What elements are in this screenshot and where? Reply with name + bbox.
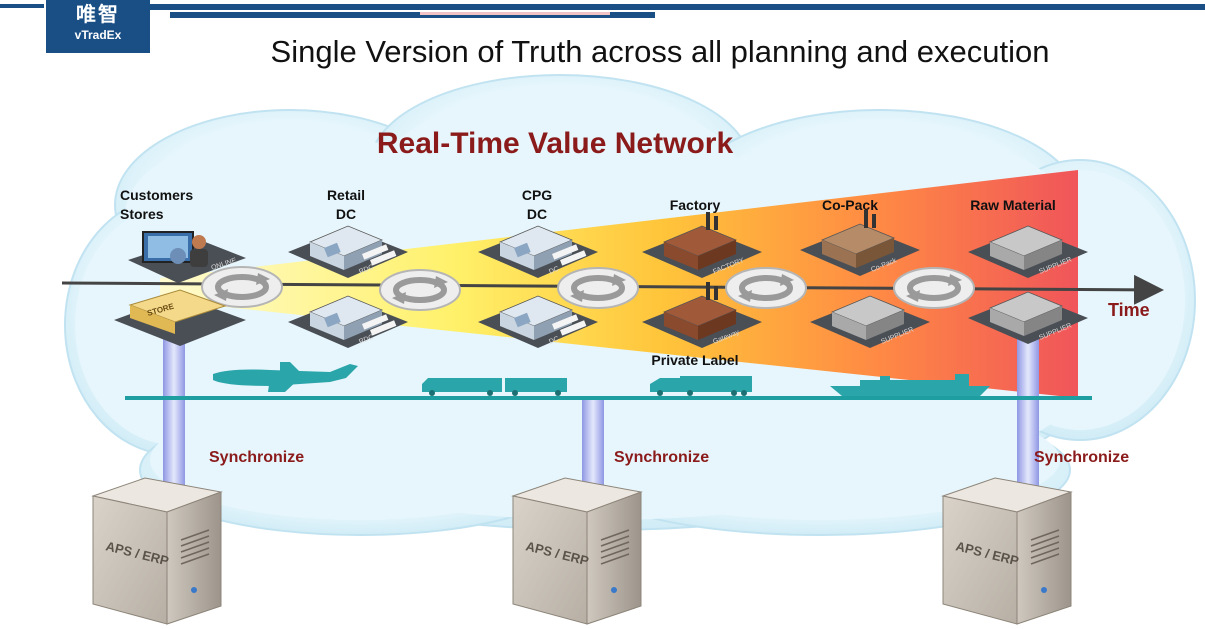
label-factory: Factory [669,197,721,213]
cycle-arrow-icon [557,267,639,309]
label-cpg-dc: CPG DC [507,186,567,224]
cycle-arrows [201,266,975,311]
copack-tile: Co-Pack [800,210,920,276]
label-retail-dc-line: DC [335,206,357,222]
vtradex-logo: 唯智 vTradEx [46,0,150,53]
label-raw-material: Raw Material [970,197,1056,213]
retail-dc-tile-bottom: RDC [288,295,408,348]
supplier-tile-top: SUPPLIER [968,225,1088,278]
logo-chinese: 唯智 [76,4,120,26]
sync-pillar-left [163,335,185,500]
label-retail-dc: Retail DC [316,186,376,224]
truck-icon-1 [422,378,567,396]
transport-line [125,396,1092,400]
aps-erp-server-icon: APS / ERP [511,477,643,625]
cycle-arrow-icon [725,267,807,309]
building-tiles: RDCRDCDCDCFACTORYGatewayCo-PackSUPPLIERS… [288,210,1088,348]
sync-label-left: Synchronize [209,449,305,466]
aps-erp-server-icon: APS / ERP [91,477,223,625]
supplier-tile-mid: SUPPLIER [810,295,930,348]
store-tile: STORE [114,289,246,346]
label-private-label: Private Label [651,352,739,368]
cpg-dc-tile-top: DC [478,225,598,278]
label-copack: Co-Pack [821,197,879,213]
online-store-tile: ONLINE [128,231,246,283]
sync-pillar-right [1017,320,1039,500]
cpg-dc-tile-bottom: DC [478,295,598,348]
label-customers: Customers [120,187,194,203]
header-bars [0,4,1205,18]
aps-erp-server-icon: APS / ERP [941,477,1073,625]
label-cpg-dc-line: DC [526,206,548,222]
label-stores: Stores [120,206,164,222]
time-label: Time [1108,300,1150,320]
sync-label-right: Synchronize [1034,449,1130,466]
label-retail: Retail [326,187,366,203]
network-title: Real-Time Value Network [376,127,734,160]
factory-tile: FACTORY [642,212,762,278]
truck-icon-2 [650,376,752,396]
cargo-plane-icon [213,362,358,392]
servers: APS / ERP APS / ERP APS / ERP [91,477,1073,625]
sync-pillar-center [582,398,604,498]
gateway-factory-tile: Gateway [642,282,762,348]
tile-sign: DC [548,336,560,346]
label-customers-stores: Customers Stores [120,186,193,224]
retail-dc-tile-top: RDC [288,225,408,278]
logo-english: vTradEx [74,28,122,42]
label-cpg: CPG [521,187,553,203]
cycle-arrow-icon [893,267,975,309]
sync-label-center: Synchronize [614,449,710,466]
cycle-arrow-icon [379,269,461,311]
cargo-ship-icon [830,374,990,396]
page-title: Single Version of Truth across all plann… [270,34,1050,69]
tile-sign: DC [548,266,560,276]
cycle-arrow-icon [201,266,283,308]
